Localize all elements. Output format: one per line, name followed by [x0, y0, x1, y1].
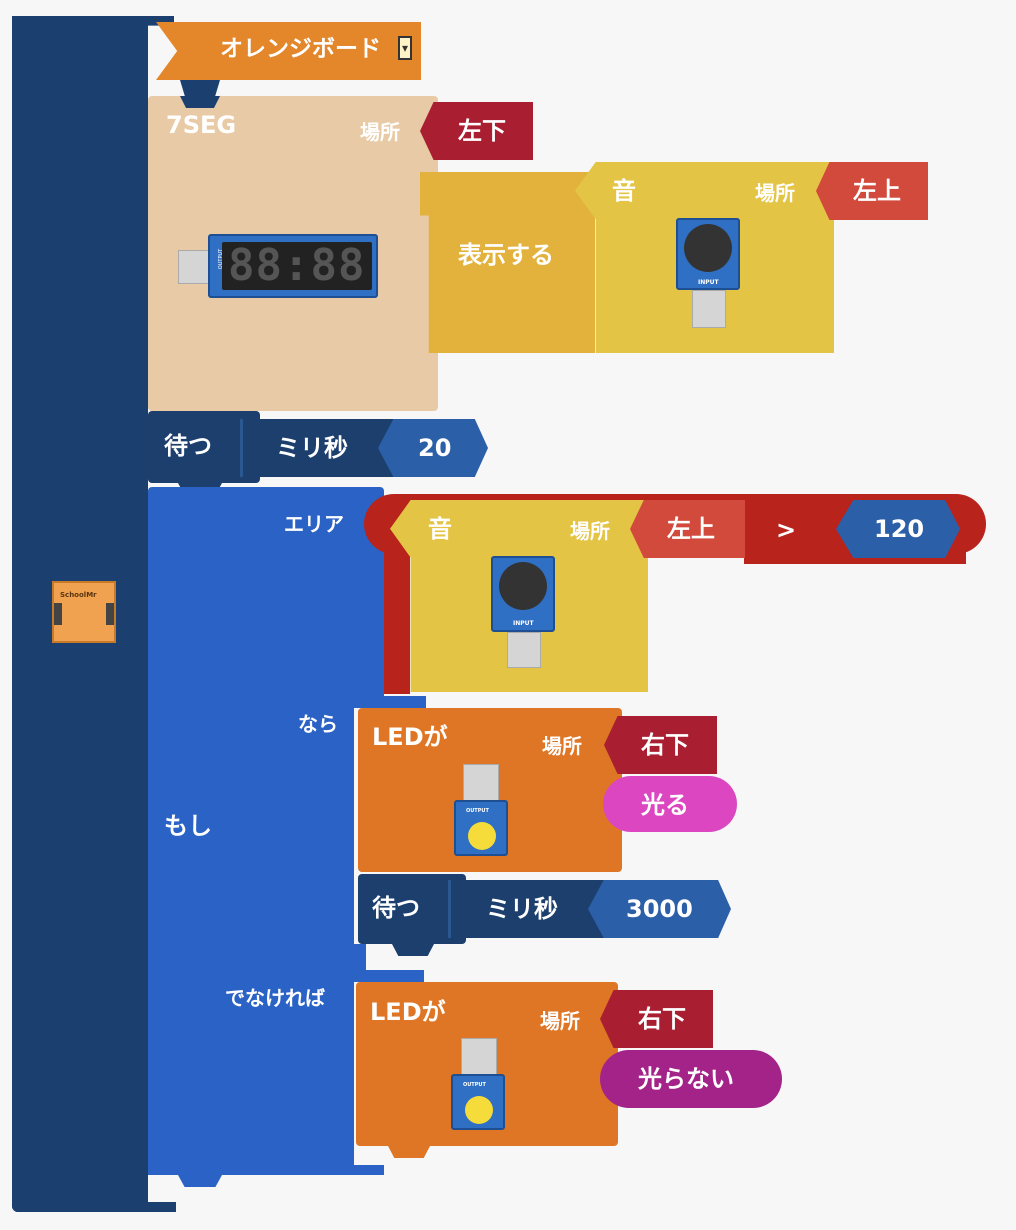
compare-operator[interactable]: > [776, 516, 797, 544]
else-led-module-connector [461, 1038, 497, 1078]
board-icon-port-left [54, 603, 62, 625]
board-icon-label: SchoolMr [60, 591, 97, 599]
seg-sound-location-dropdown[interactable] [816, 162, 928, 220]
then-wait-unit: ミリ秒 [486, 895, 558, 923]
wait-unit-block[interactable] [240, 419, 402, 477]
then-wait-unit-block[interactable] [448, 880, 612, 938]
wait-value: 20 [418, 434, 452, 462]
seg-sound-module: INPUT [676, 218, 740, 290]
compare-value-block[interactable] [836, 500, 960, 558]
main-block-top-connector [180, 80, 220, 100]
else-led-label: LEDが [370, 998, 446, 1026]
display-block[interactable] [420, 172, 595, 353]
board-icon: SchoolMr [52, 581, 116, 643]
microphone-icon [499, 562, 547, 610]
then-wait-label: 待つ [372, 894, 420, 922]
wait-value-block[interactable] [378, 419, 488, 477]
then-wait-value: 3000 [626, 895, 693, 923]
compare-sound-module: INPUT [491, 556, 555, 632]
if-block-then-arm [354, 696, 426, 708]
if-label: もし [164, 812, 212, 840]
then-led-state-button[interactable] [603, 776, 737, 832]
seg-module: OUTPUT 88:88 [208, 234, 378, 298]
compare-sound-location-label: 場所 [570, 519, 610, 543]
seg-block-top-notch [180, 96, 220, 108]
board-label: オレンジボード [220, 36, 381, 62]
seg-location-value: 左下 [458, 117, 506, 145]
then-led-location-dropdown[interactable] [604, 716, 717, 774]
then-led-module: OUTPUT [454, 800, 508, 856]
else-led-location-dropdown[interactable] [600, 990, 713, 1048]
seg-sound-label: 音 [612, 177, 636, 205]
if-block-bottom-arm [148, 1165, 384, 1175]
then-wait-value-block[interactable] [588, 880, 731, 938]
if-area-label: エリア [284, 512, 344, 536]
else-led-state-button[interactable] [600, 1050, 782, 1108]
then-led-module-tag: OUTPUT [466, 808, 489, 814]
seg-display: 88:88 [222, 242, 372, 290]
led-bulb-icon [465, 1096, 493, 1124]
else-led-module: OUTPUT [451, 1074, 505, 1130]
seg-sound-module-tag: INPUT [698, 279, 719, 286]
else-led-location-label: 場所 [540, 1009, 580, 1033]
else-led-location-value: 右下 [638, 1005, 686, 1033]
seg-sound-location-value: 左上 [853, 177, 901, 205]
compare-block-left-rail [384, 530, 410, 694]
seg-location-dropdown[interactable] [420, 102, 533, 160]
then-led-label: LEDが [372, 723, 448, 751]
wait-label: 待つ [164, 432, 212, 460]
seg-sound-module-connector [692, 290, 726, 328]
wait-unit-label: ミリ秒 [276, 434, 348, 462]
if-then-label: なら [298, 712, 338, 736]
if-block-bottom-tab [178, 1175, 222, 1187]
seg-location-label: 場所 [360, 120, 400, 144]
compare-sound-label: 音 [428, 515, 452, 543]
then-led-location-value: 右下 [641, 731, 689, 759]
display-label: 表示する [458, 241, 554, 269]
then-led-state: 光る [641, 791, 689, 819]
microphone-icon [684, 224, 732, 272]
compare-location-dropdown[interactable] [630, 500, 745, 558]
compare-value: 120 [874, 515, 925, 543]
board-icon-port-right [106, 603, 114, 625]
else-led-bottom-tab [388, 1146, 430, 1158]
then-wait-bottom-tab [392, 944, 434, 956]
else-led-state: 光らない [638, 1065, 734, 1093]
main-block-bottom-arm [12, 1202, 176, 1212]
then-led-module-connector [463, 764, 499, 804]
seg-sound-location-label: 場所 [755, 181, 795, 205]
else-led-module-tag: OUTPUT [463, 1082, 486, 1088]
compare-sound-module-connector [507, 632, 541, 668]
if-else-label: でなければ [225, 986, 325, 1010]
compare-location-value: 左上 [667, 515, 715, 543]
if-block-else-arm [354, 970, 424, 982]
seg-title: 7SEG [166, 111, 237, 139]
board-dropdown-button[interactable]: ▾ [398, 36, 412, 60]
if-block[interactable] [148, 487, 384, 1175]
if-block-else-spine [354, 944, 366, 982]
led-bulb-icon [468, 822, 496, 850]
then-led-location-label: 場所 [542, 734, 582, 758]
board-hat-block[interactable] [156, 22, 421, 80]
seg-digits: 88:88 [228, 240, 366, 291]
compare-sound-module-tag: INPUT [513, 620, 534, 627]
